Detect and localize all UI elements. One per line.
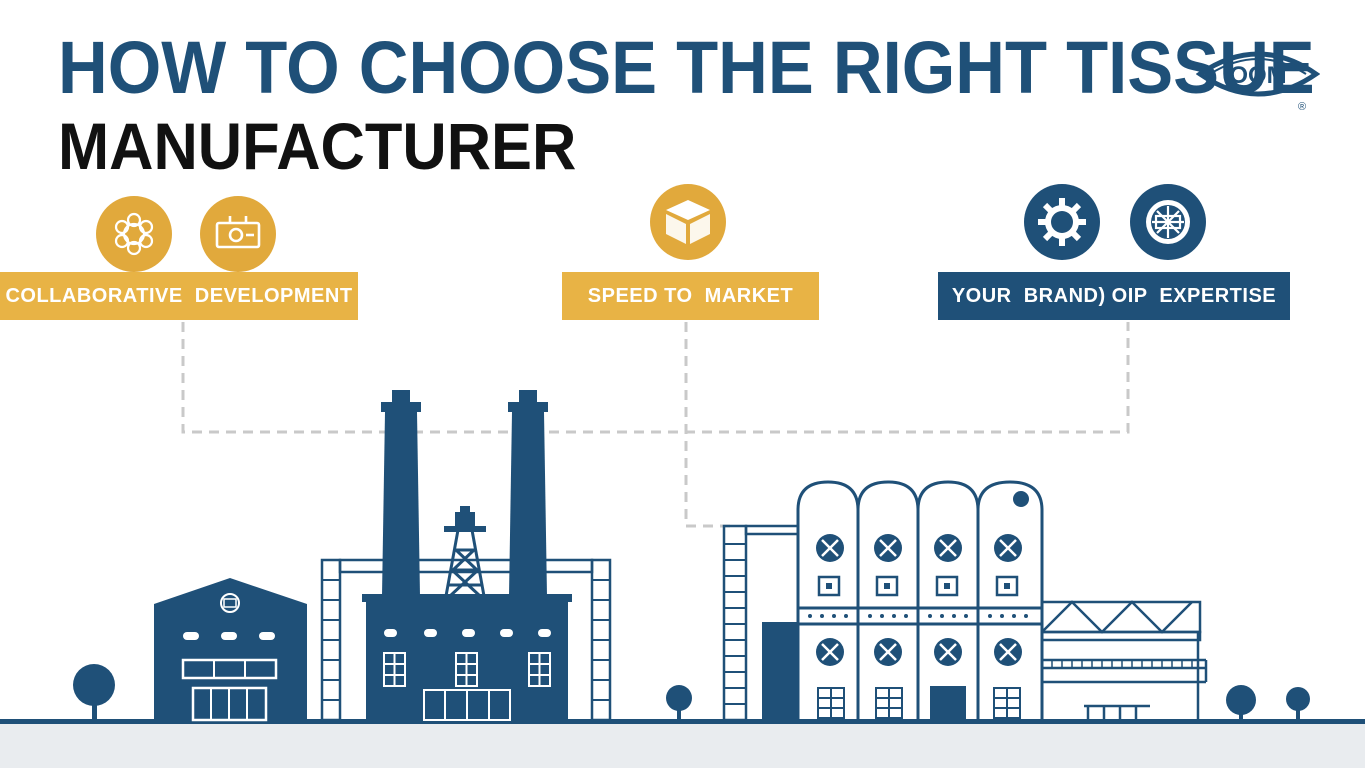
- flower-gear-icon: [96, 196, 172, 272]
- ground: [0, 722, 1365, 768]
- banner-collaborative-development: COLLABORATIVE DEVELOPMENT: [0, 272, 358, 320]
- warehouse-building: [154, 578, 307, 722]
- machine-icon: [200, 196, 276, 272]
- gear-icon: [1024, 184, 1100, 260]
- ground-line: [0, 719, 1365, 724]
- processing-plant: [722, 480, 1208, 722]
- logo-text: OOM: [1229, 62, 1286, 89]
- logo-registered-mark: ®: [1298, 101, 1306, 112]
- main-factory: [320, 390, 612, 722]
- page-title: HOW TO CHOOSE THE RIGHT TISSUE: [58, 26, 1315, 109]
- box-icon: [650, 184, 726, 260]
- oom-logo: OOM ®: [1196, 51, 1320, 112]
- wheel-icon: [1130, 184, 1206, 260]
- dashed-connectors: [181, 322, 1130, 528]
- banner-speed-to-market: SPEED TO MARKET: [562, 272, 819, 320]
- page-subtitle: MANUFACTURER: [58, 109, 577, 183]
- trees: [73, 664, 1310, 722]
- banner-your-brand-expertise: YOUR BRAND) OIP EXPERTISE: [938, 272, 1290, 320]
